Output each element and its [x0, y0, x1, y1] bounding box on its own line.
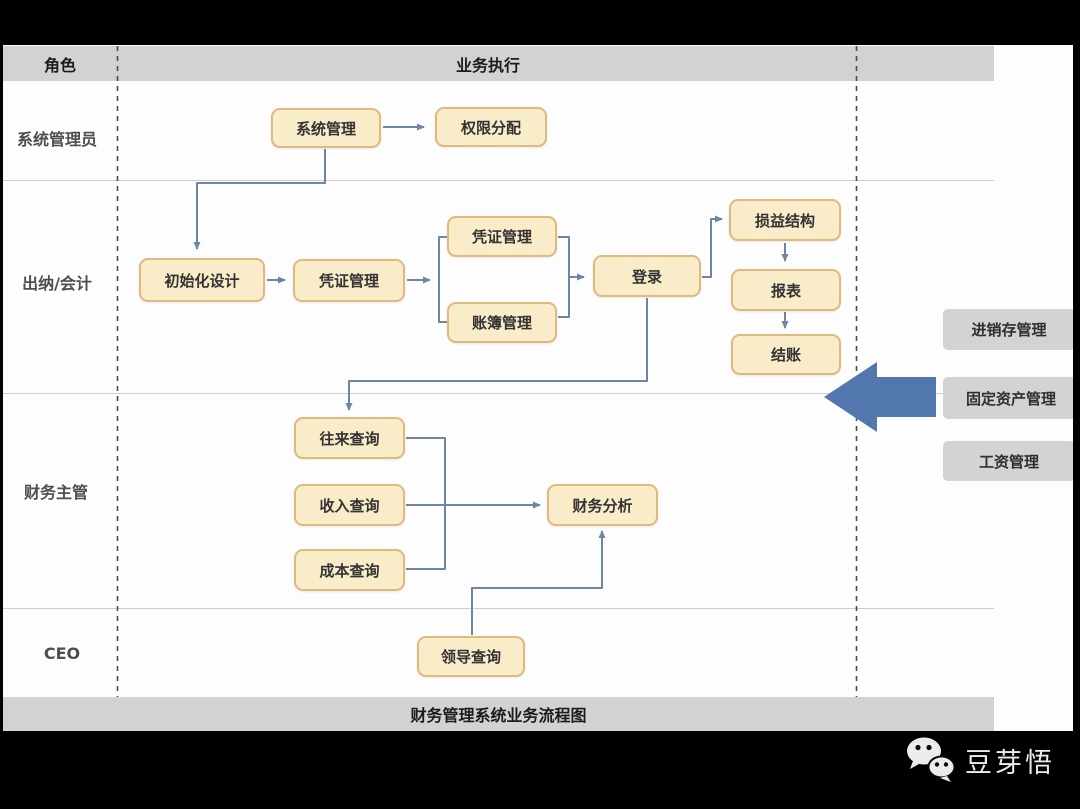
right-black-strip	[1073, 0, 1080, 809]
header-execution-column: 业务执行	[455, 55, 520, 75]
node-init-design: 初始化设计	[139, 258, 265, 302]
footer-caption-bar: 财务管理系统业务流程图	[3, 697, 994, 731]
header-bar: 角色 业务执行	[3, 46, 994, 81]
side-module-inventory-mgmt: 进销存管理	[943, 309, 1075, 350]
left-black-strip	[0, 0, 3, 809]
lane-label-ceo: CEO	[43, 644, 81, 663]
diagram-title: 财务管理系统业务流程图	[410, 706, 587, 725]
header-role-column: 角色	[43, 55, 76, 75]
lane-label-finance-supervisor: 财务主管	[23, 483, 88, 502]
diagram-canvas	[3, 45, 1073, 731]
node-report: 报表	[731, 269, 841, 311]
node-cost-inquiry: 成本查询	[294, 549, 405, 591]
watermark: 豆芽悟	[903, 735, 1055, 785]
watermark-text: 豆芽悟	[965, 747, 1055, 779]
node-system-mgmt: 系统管理	[271, 108, 381, 148]
node-current-inquiry: 往来查询	[294, 417, 405, 459]
node-closing: 结账	[731, 334, 841, 375]
lane-label-system-admin: 系统管理员	[16, 130, 97, 149]
node-voucher-mgmt: 凭证管理	[293, 259, 405, 302]
side-module-fixed-asset-mgmt: 固定资产管理	[943, 377, 1079, 419]
side-module-salary-mgmt: 工资管理	[943, 441, 1075, 481]
node-leader-inquiry: 领导查询	[417, 636, 525, 677]
lane-label-cashier-accountant: 出纳/会计	[22, 274, 92, 293]
node-profit-loss-structure: 损益结构	[729, 199, 841, 241]
node-voucher-mgmt-sub: 凭证管理	[447, 216, 557, 257]
wechat-icon	[907, 737, 956, 782]
node-ledger-mgmt: 账簿管理	[447, 302, 557, 343]
node-permission-assign: 权限分配	[435, 107, 547, 147]
node-income-inquiry: 收入查询	[294, 484, 405, 526]
node-financial-analysis: 财务分析	[547, 484, 658, 526]
node-login: 登录	[593, 255, 701, 297]
